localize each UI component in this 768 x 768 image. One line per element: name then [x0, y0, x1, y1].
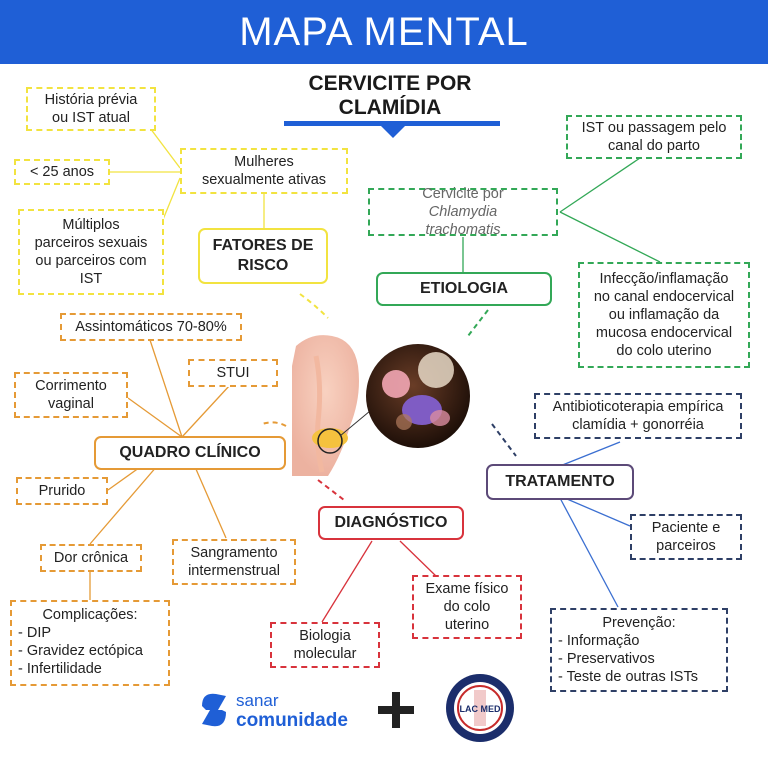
sangramento-line1: Sangramento — [190, 545, 278, 561]
sanar-text: sanar — [236, 691, 279, 710]
dor-text: Dor crônica — [53, 550, 129, 566]
chlamydia-illustration — [292, 335, 470, 476]
stui-box: STUI — [188, 359, 278, 387]
agente-line1: Cervicite por Chlamydia — [422, 185, 503, 221]
historia-box: História prévia ou IST atual — [26, 87, 156, 131]
prurido-box: Prurido — [16, 477, 108, 505]
biologia-line2: molecular — [293, 646, 357, 662]
assintomaticos-box: Assintomáticos 70-80% — [60, 313, 242, 341]
sanar-logo: sanar comunidade — [202, 691, 348, 731]
assintomaticos-text: Assintomáticos 70-80% — [75, 319, 227, 335]
multiplos-box: Múltiplos parceiros sexuais ou parceiros… — [18, 209, 164, 295]
paciente-box: Paciente e parceiros — [630, 514, 742, 560]
header-banner: MAPA MENTAL — [0, 0, 768, 64]
antibiotico-line1: Antibioticoterapia empírica — [552, 399, 724, 415]
antibiotico-line2: clamídia + gonorréia — [572, 417, 704, 433]
prevencao-title: Prevenção: — [602, 615, 676, 631]
main-title-line1: CERVICITE POR — [308, 72, 472, 95]
lac-med-badge: LAC MED — [446, 674, 514, 742]
multiplos-line2: parceiros sexuais — [34, 235, 148, 251]
exame-line3: uterino — [444, 617, 490, 633]
main-title-line2: CLAMÍDIA — [338, 96, 442, 119]
corrimento-line1: Corrimento — [35, 378, 107, 394]
inflamacao-line5: do colo uterino — [616, 343, 712, 359]
diagnostico-hub: DIAGNÓSTICO — [318, 506, 464, 540]
mulheres-box: Mulheres sexualmente ativas — [180, 148, 348, 194]
biologia-line1: Biologia — [299, 628, 351, 644]
transmissao-box: IST ou passagem pelo canal do parto — [566, 115, 742, 159]
multiplos-line4: IST — [79, 271, 103, 287]
complicacoes-item2: - Gravidez ectópica — [18, 643, 143, 659]
antibiotico-box: Antibioticoterapia empírica clamídia + g… — [534, 393, 742, 439]
agente-box: Cervicite por Chlamydia trachomatis — [368, 185, 558, 238]
multiplos-line3: ou parceiros com — [35, 253, 147, 269]
prevencao-item2: - Preservativos — [558, 651, 655, 667]
inflamacao-line4: mucosa endocervical — [595, 325, 733, 341]
mulheres-line2: sexualmente ativas — [201, 172, 327, 188]
complicacoes-title: Complicações: — [42, 607, 138, 623]
exame-box: Exame físico do colo uterino — [412, 575, 522, 639]
historia-line1: História prévia — [44, 92, 138, 108]
inflamacao-line3: ou inflamação da — [608, 307, 720, 323]
etiologia-label: ETIOLOGIA — [420, 280, 508, 297]
multiplos-line1: Múltiplos — [62, 217, 120, 233]
quadro-clinico-hub: QUADRO CLÍNICO — [94, 436, 286, 470]
stui-text: STUI — [216, 365, 250, 381]
prevencao-box: Prevenção: - Informação - Preservativos … — [550, 608, 728, 692]
agente-italic1: Chlamydia — [428, 204, 498, 220]
quadro-label: QUADRO CLÍNICO — [119, 444, 261, 461]
transmissao-line2: canal do parto — [608, 138, 700, 154]
inflamacao-line2: no canal endocervical — [593, 289, 735, 305]
tratamento-hub: TRATAMENTO — [486, 464, 634, 500]
fatores-label-line2: RISCO — [237, 257, 289, 274]
comunidade-text: comunidade — [236, 710, 348, 731]
complicacoes-box: Complicações: - DIP - Gravidez ectópica … — [10, 600, 170, 686]
plus-icon — [378, 692, 414, 728]
exame-line1: Exame físico — [425, 581, 509, 597]
prevencao-item3: - Teste de outras ISTs — [558, 669, 698, 685]
badge-text: LAC MED — [460, 704, 501, 714]
title-arrow-icon — [381, 126, 405, 138]
dor-box: Dor crônica — [40, 544, 142, 572]
idade-text: < 25 anos — [29, 164, 95, 180]
inflamacao-line1: Infecção/inflamação — [599, 271, 729, 287]
sangramento-box: Sangramento intermenstrual — [172, 539, 296, 585]
transmissao-line1: IST ou passagem pelo — [581, 120, 727, 136]
biologia-box: Biologia molecular — [270, 622, 380, 668]
corrimento-box: Corrimento vaginal — [14, 372, 128, 418]
historia-line2: ou IST atual — [52, 110, 130, 126]
agente-italic2: trachomatis — [425, 222, 501, 238]
paciente-line2: parceiros — [656, 538, 716, 554]
fatores-label-line1: FATORES DE — [212, 237, 314, 254]
fatores-risco-hub: FATORES DE RISCO — [198, 228, 328, 284]
tratamento-label: TRATAMENTO — [505, 473, 615, 490]
sangramento-line2: intermenstrual — [188, 563, 280, 579]
corrimento-line2: vaginal — [48, 396, 94, 412]
header-title: MAPA MENTAL — [239, 10, 529, 54]
prevencao-item1: - Informação — [558, 633, 640, 649]
etiologia-hub: ETIOLOGIA — [376, 272, 552, 306]
idade-box: < 25 anos — [14, 159, 110, 185]
complicacoes-item3: - Infertilidade — [18, 661, 102, 677]
mulheres-line1: Mulheres — [234, 154, 294, 170]
exame-line2: do colo — [443, 599, 491, 615]
paciente-line1: Paciente e — [651, 520, 721, 536]
agente-prefix: Cervicite por — [422, 186, 504, 202]
main-title: CERVICITE POR CLAMÍDIA — [280, 72, 500, 120]
inflamacao-box: Infecção/inflamação no canal endocervica… — [578, 262, 750, 368]
complicacoes-item1: - DIP — [18, 625, 52, 641]
diagnostico-label: DIAGNÓSTICO — [334, 514, 448, 531]
prurido-text: Prurido — [38, 483, 86, 499]
title-underline — [284, 121, 500, 126]
